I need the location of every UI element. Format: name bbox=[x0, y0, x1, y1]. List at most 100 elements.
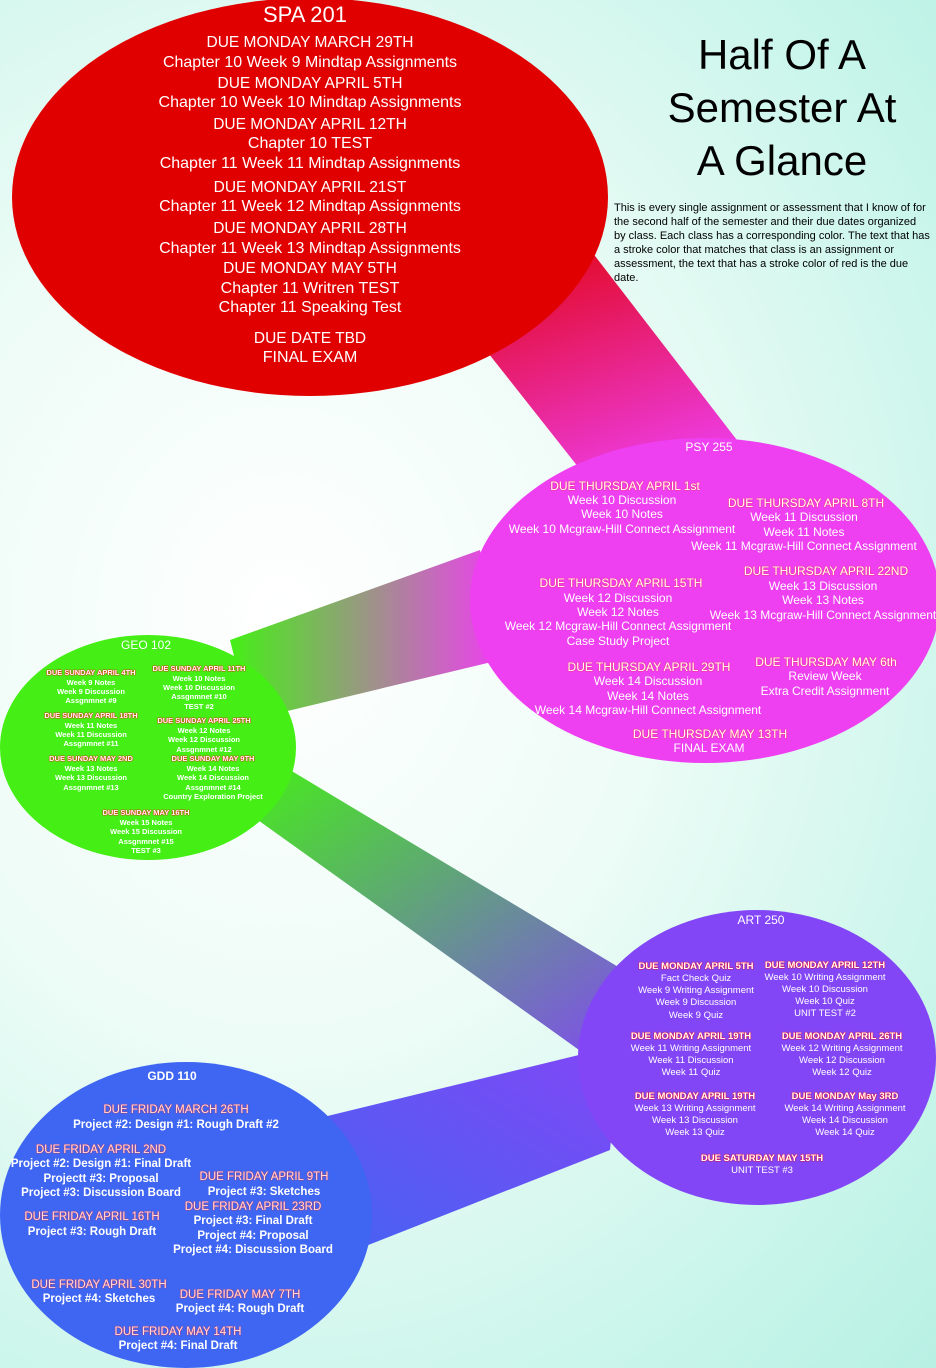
gdd-due-date: DUE FRIDAY APRIL 2ND bbox=[35, 1144, 167, 1156]
art-course-label: ART 250 bbox=[737, 913, 785, 927]
art-item: Week 14 Writing Assignment bbox=[784, 1103, 906, 1114]
art-item: Week 12 Discussion bbox=[799, 1055, 885, 1066]
art-item: Week 14 Discussion bbox=[802, 1115, 888, 1126]
geo-due-date: DUE SUNDAY APRIL 4TH bbox=[46, 668, 136, 677]
psy-item: Week 11 Discussion bbox=[750, 510, 858, 524]
gdd-item: Project #4: Final Draft bbox=[118, 1340, 238, 1352]
art-item: Week 9 Quiz bbox=[668, 1010, 724, 1021]
geo-item: Assgnmnet #14 bbox=[185, 783, 241, 792]
spa-due-date: DUE MONDAY APRIL 21ST bbox=[213, 179, 407, 196]
gdd-item: Project #3: Sketches bbox=[207, 1186, 321, 1198]
geo-item: Week 13 Discussion bbox=[55, 773, 127, 782]
spa-item: Chapter 11 Week 12 Mindtap Assignments bbox=[159, 198, 461, 215]
geo-item: Assgnmnet #11 bbox=[63, 739, 119, 748]
art-due-date: DUE MONDAY May 3RD bbox=[791, 1091, 899, 1102]
title-line: A Glance bbox=[696, 137, 868, 184]
art-item: Week 11 Writing Assignment bbox=[630, 1043, 752, 1054]
geo-item: Week 9 Discussion bbox=[57, 687, 125, 696]
psy-item: Week 11 Mcgraw-Hill Connect Assignment bbox=[691, 539, 917, 553]
title-line: Semester At bbox=[667, 84, 897, 131]
geo-due-date: DUE SUNDAY MAY 9TH bbox=[171, 754, 255, 763]
gdd-due-date: DUE FRIDAY MAY 14TH bbox=[114, 1326, 242, 1338]
gdd-110-bubble bbox=[0, 1062, 372, 1368]
art-item: Week 11 Discussion bbox=[648, 1055, 734, 1066]
geo-item: Week 10 Notes bbox=[172, 674, 226, 683]
psy-item: Week 12 Mcgraw-Hill Connect Assignment bbox=[504, 619, 732, 633]
gdd-item: Project #2: Design #1: Rough Draft #2 bbox=[73, 1119, 279, 1131]
gdd-item: Project #4: Proposal bbox=[197, 1230, 309, 1242]
geo-item: Assgnmnet #12 bbox=[176, 745, 232, 754]
spa-due-date: DUE MONDAY MAY 5TH bbox=[223, 260, 397, 277]
gdd-due-date: DUE FRIDAY MAY 7TH bbox=[179, 1289, 301, 1301]
psy-due-date: DUE THURSDAY MAY 13TH bbox=[632, 727, 788, 741]
spa-item: Chapter 10 Week 9 Mindtap Assignments bbox=[162, 54, 458, 71]
psy-255-bubble bbox=[470, 438, 936, 763]
art-due-date: DUE MONDAY APRIL 19TH bbox=[634, 1091, 756, 1102]
gdd-due-date: DUE FRIDAY APRIL 16TH bbox=[24, 1211, 160, 1223]
gdd-item: Project #2: Design #1: Final Draft bbox=[10, 1158, 192, 1170]
art-due-date: DUE MONDAY APRIL 19TH bbox=[630, 1031, 752, 1042]
psy-due-date: DUE THURSDAY APRIL 8TH bbox=[727, 496, 885, 510]
art-due-date: DUE MONDAY APRIL 5TH bbox=[638, 961, 754, 972]
spa-item: Chapter 11 Writren TEST bbox=[220, 280, 400, 297]
geo-due-date: DUE SUNDAY APRIL 18TH bbox=[44, 711, 138, 720]
gdd-due-date: DUE FRIDAY MARCH 26TH bbox=[103, 1104, 249, 1116]
psy-item: Extra Credit Assignment bbox=[760, 684, 890, 698]
gdd-item: Project #3: Discussion Board bbox=[21, 1187, 181, 1199]
band-geo-art bbox=[230, 770, 640, 1065]
art-item: Week 12 Quiz bbox=[812, 1067, 872, 1078]
gdd-due-date: DUE FRIDAY APRIL 30TH bbox=[31, 1279, 167, 1291]
gdd-item: Project #3: Rough Draft bbox=[27, 1226, 157, 1238]
psy-item: Week 14 Notes bbox=[607, 689, 689, 703]
psy-item: Week 14 Mcgraw-Hill Connect Assignment bbox=[534, 703, 762, 717]
geo-item: Assgnmnet #15 bbox=[118, 837, 174, 846]
spa-item: Chapter 11 Speaking Test bbox=[218, 299, 402, 316]
psy-item: Week 10 Mcgraw-Hill Connect Assignment bbox=[508, 522, 736, 536]
art-item: Week 10 Quiz bbox=[795, 996, 855, 1007]
psy-item: Week 10 Discussion bbox=[567, 493, 677, 507]
art-item: Week 9 Discussion bbox=[655, 997, 737, 1008]
art-item: Week 10 Writing Assignment bbox=[764, 972, 886, 983]
geo-item: Assgnmnet #13 bbox=[63, 783, 119, 792]
geo-course-label: GEO 102 bbox=[120, 638, 172, 652]
psy-due-date: DUE THURSDAY APRIL 1st bbox=[550, 479, 700, 493]
geo-item: Week 11 Notes bbox=[64, 721, 118, 730]
psy-item: Week 12 Discussion bbox=[563, 591, 673, 605]
art-item: Week 11 Quiz bbox=[661, 1067, 721, 1078]
geo-item: Week 11 Discussion bbox=[55, 730, 127, 739]
art-item: UNIT TEST #3 bbox=[731, 1165, 793, 1176]
geo-item: Week 13 Notes bbox=[64, 764, 118, 773]
geo-item: Week 15 Discussion bbox=[110, 827, 182, 836]
psy-item: Week 14 Discussion bbox=[593, 674, 703, 688]
gdd-due-date: DUE FRIDAY APRIL 23RD bbox=[184, 1201, 322, 1213]
spa-item: Chapter 11 Week 11 Mindtap Assignments bbox=[159, 155, 461, 172]
geo-102-bubble bbox=[0, 635, 296, 860]
geo-item: TEST #3 bbox=[131, 846, 161, 855]
art-item: Week 14 Quiz bbox=[815, 1127, 875, 1138]
geo-item: Assgnmnet #9 bbox=[65, 696, 117, 705]
psy-item: Week 12 Notes bbox=[577, 605, 659, 619]
art-item: Week 13 Quiz bbox=[665, 1127, 725, 1138]
geo-item: Week 9 Notes bbox=[66, 678, 116, 687]
art-item: UNIT TEST #2 bbox=[794, 1008, 856, 1019]
psy-item: Case Study Project bbox=[566, 634, 670, 648]
psy-item: Week 11 Notes bbox=[763, 525, 845, 539]
psy-due-date: DUE THURSDAY APRIL 22ND bbox=[743, 564, 909, 578]
art-due-date: DUE MONDAY APRIL 26TH bbox=[781, 1031, 903, 1042]
spa-item: Chapter 10 TEST bbox=[247, 135, 373, 152]
psy-due-date: DUE THURSDAY APRIL 15TH bbox=[539, 576, 703, 590]
spa-item: FINAL EXAM bbox=[262, 349, 358, 366]
gdd-item: Project #4: Sketches bbox=[42, 1293, 156, 1305]
art-due-date: DUE SATURDAY MAY 15TH bbox=[700, 1153, 824, 1164]
spa-due-date: DUE DATE TBD bbox=[253, 330, 367, 347]
psy-due-date: DUE THURSDAY MAY 6th bbox=[755, 655, 897, 669]
band-geo-psy bbox=[230, 550, 500, 720]
geo-due-date: DUE SUNDAY MAY 2ND bbox=[49, 754, 133, 763]
psy-item: Review Week bbox=[788, 669, 862, 683]
psy-item: Week 10 Notes bbox=[581, 507, 663, 521]
gdd-course-label: GDD 110 bbox=[147, 1069, 197, 1083]
art-item: Week 10 Discussion bbox=[782, 984, 868, 995]
art-item: Week 12 Writing Assignment bbox=[781, 1043, 903, 1054]
gdd-item: Project #4: Rough Draft bbox=[175, 1303, 305, 1315]
art-item: Week 13 Discussion bbox=[652, 1115, 738, 1126]
